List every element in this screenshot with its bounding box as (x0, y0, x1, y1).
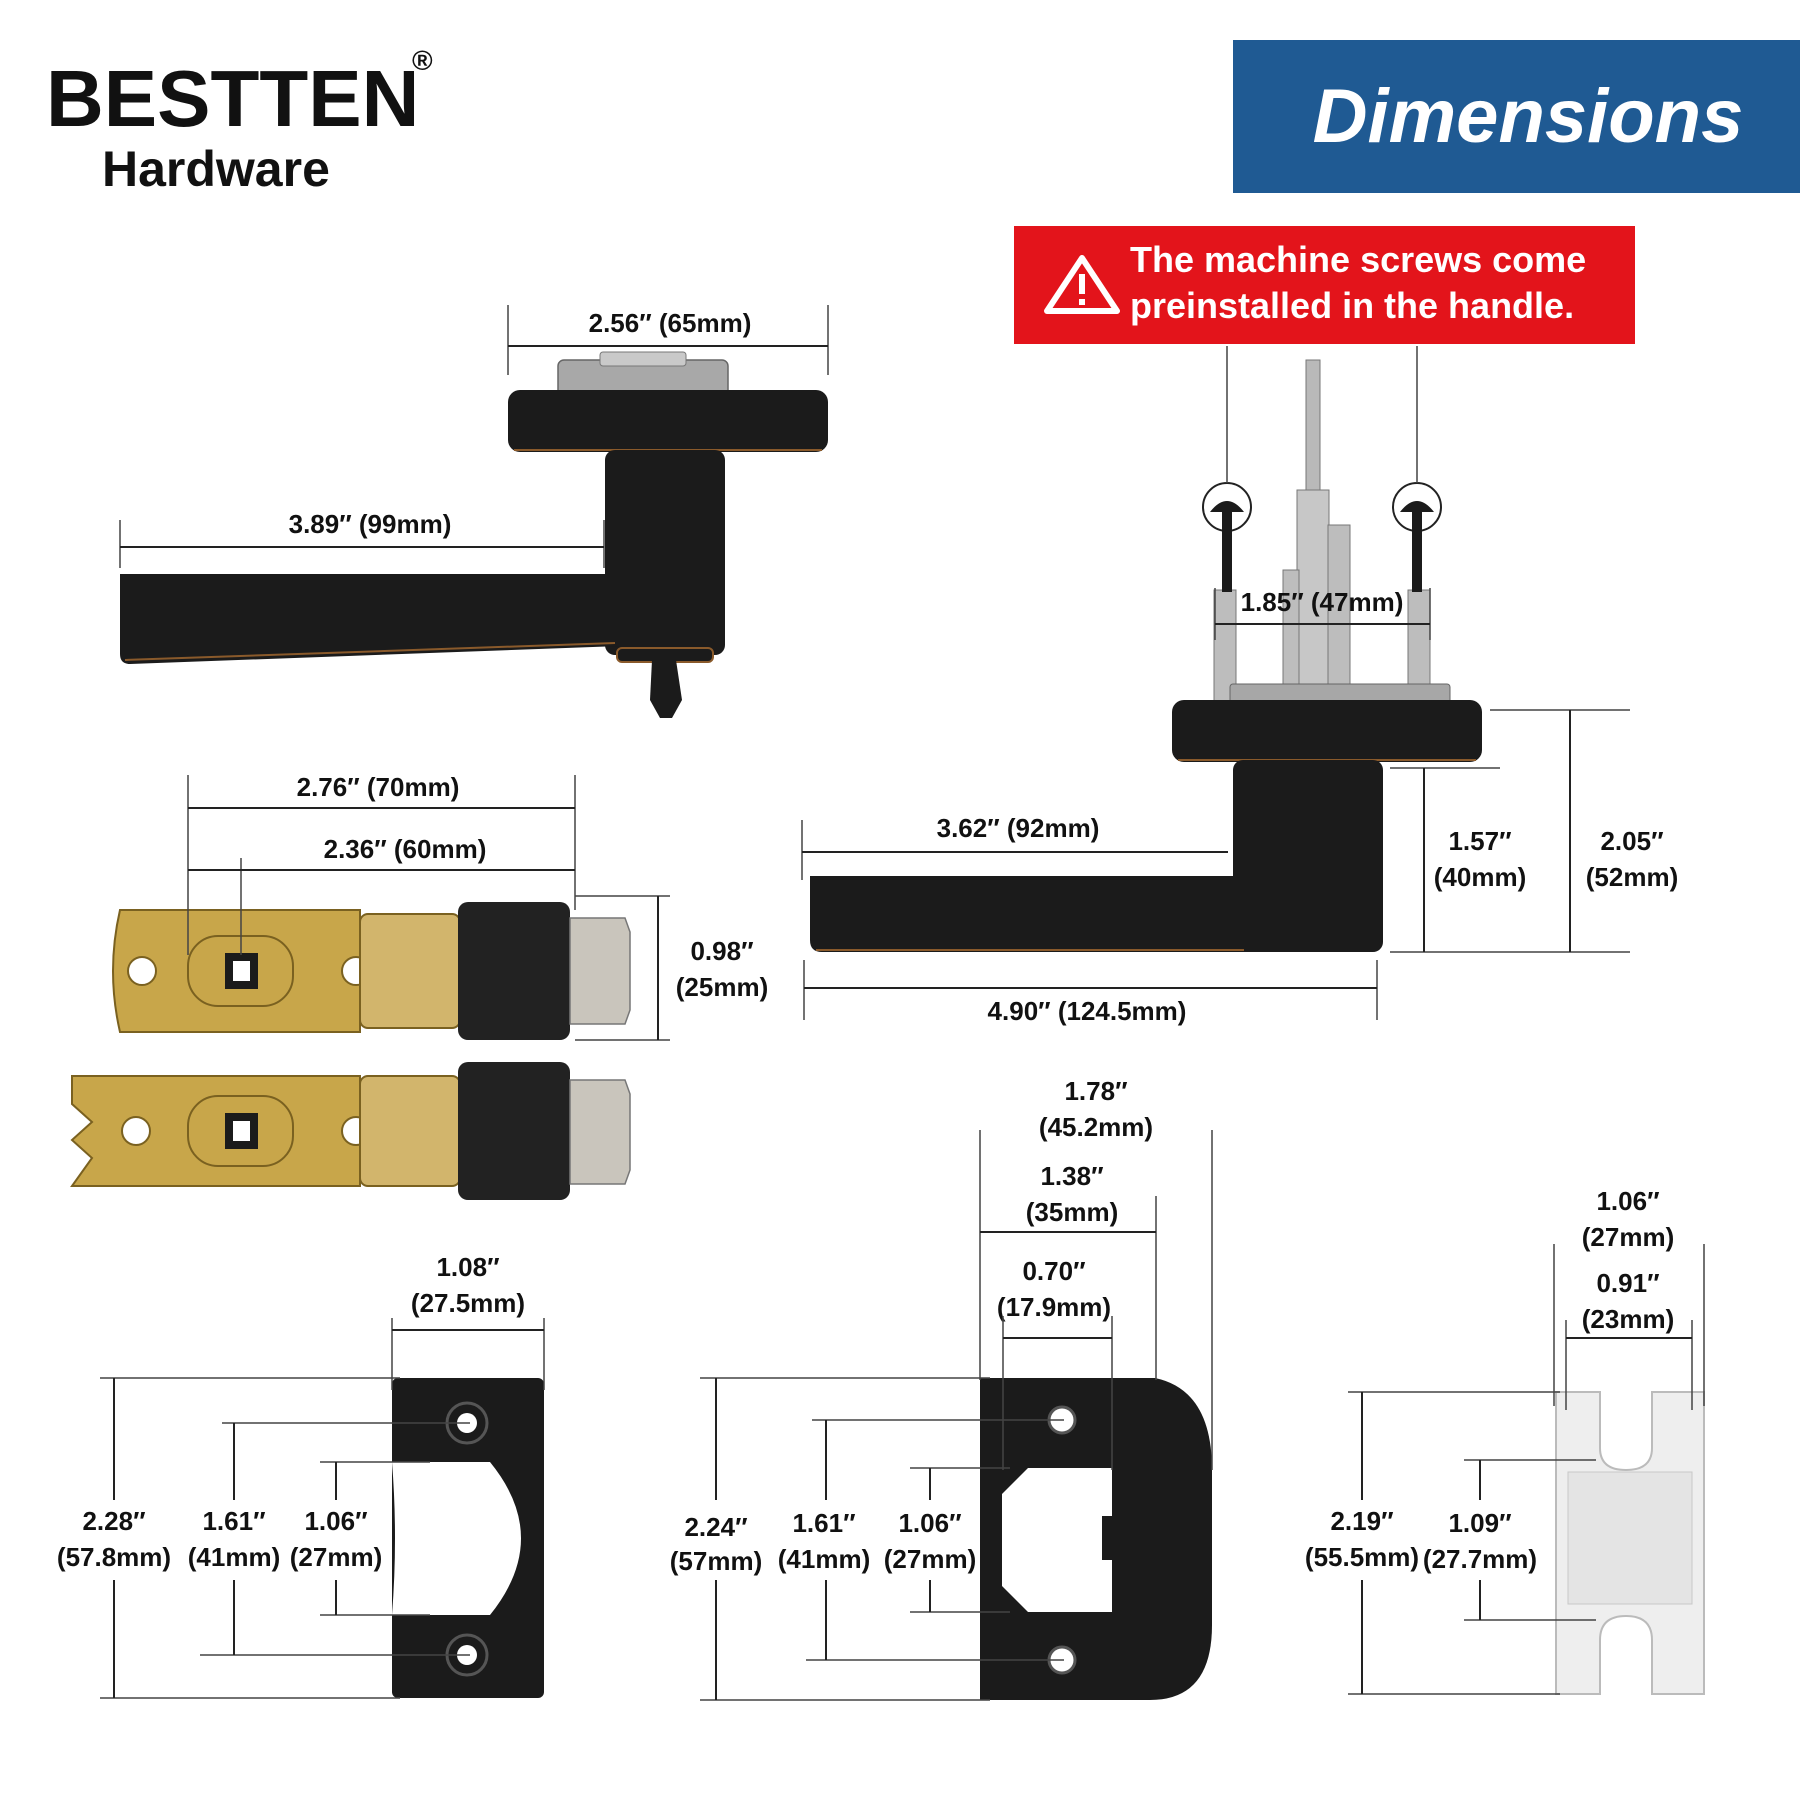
lever2-overall-length-label: 4.90″ (124.5mm) (988, 996, 1187, 1026)
dust-box-dimensions: 1.06″ (27mm) 0.91″ (23mm) 2.19″ (55.5mm)… (1305, 1186, 1705, 1695)
latch-backset-long-label: 2.76″ (70mm) (297, 772, 460, 802)
t-strike-opening-in-label: 1.06″ (898, 1508, 961, 1538)
dust-box-height-mm-label: (55.5mm) (1305, 1542, 1419, 1572)
header-banner (1233, 40, 1800, 193)
notice-line-2: preinstalled in the handle. (1130, 285, 1574, 326)
t-strike-width-in-label: 1.78″ (1064, 1076, 1127, 1106)
notice-line-1: The machine screws come (1130, 239, 1586, 280)
notice-banner (1014, 226, 1635, 344)
lever-handle-right (810, 359, 1482, 952)
t-strike-opening-width-in-label: 0.70″ (1022, 1256, 1085, 1286)
square-strike-plate (392, 1378, 544, 1698)
t-strike-holes-mm-label: (41mm) (778, 1544, 870, 1574)
t-strike-opening-mm-label: (27mm) (884, 1544, 976, 1574)
latch-dimensions: 2.76″ (70mm) 2.36″ (60mm) 0.98″ (25mm) (187, 772, 768, 1041)
latch-backset-short-label: 2.36″ (60mm) (324, 834, 487, 864)
machine-screw-right-icon (1392, 482, 1442, 592)
machine-screw-left-icon (1202, 482, 1252, 592)
dust-box-depth-mm-label: (27.7mm) (1423, 1544, 1537, 1574)
lever1-dimensions: 2.56″ (65mm) 3.89″ (99mm) (119, 305, 829, 568)
dust-box-outer-mm-label: (27mm) (1582, 1222, 1674, 1252)
dust-box-height-in-label: 2.19″ (1330, 1506, 1393, 1536)
t-strike-dimensions: 1.78″ (45.2mm) 1.38″ (35mm) 0.70″ (17.9m… (670, 1076, 1213, 1701)
latch-bolt-lower (70, 1062, 631, 1200)
t-strike-height-in-label: 2.24″ (684, 1512, 747, 1542)
header-title: Dimensions (1313, 74, 1744, 159)
lever1-rose-width-label: 2.56″ (65mm) (589, 308, 752, 338)
latch-bolt-upper (112, 902, 631, 1040)
t-strike-holes-in-label: 1.61″ (792, 1508, 855, 1538)
t-strike-plate-mm-label: (35mm) (1026, 1197, 1118, 1227)
lever-handle-top (120, 351, 828, 718)
t-strike-plate (980, 1378, 1212, 1700)
brand-name: BESTTEN (46, 54, 419, 143)
t-strike-width-mm-label: (45.2mm) (1039, 1112, 1153, 1142)
t-strike-plate-in-label: 1.38″ (1040, 1161, 1103, 1191)
square-strike-opening-in-label: 1.06″ (304, 1506, 367, 1536)
lever2-total-height-in-label: 2.05″ (1600, 826, 1663, 856)
square-strike-holes-in-label: 1.61″ (202, 1506, 265, 1536)
square-strike-holes-mm-label: (41mm) (188, 1542, 280, 1572)
lever1-length-label: 3.89″ (99mm) (289, 509, 452, 539)
latch-face-in-label: 0.98″ (690, 936, 753, 966)
lever2-projection-mm-label: (40mm) (1434, 862, 1526, 892)
lever2-total-height-mm-label: (52mm) (1586, 862, 1678, 892)
dust-box-depth-in-label: 1.09″ (1448, 1508, 1511, 1538)
square-strike-opening-mm-label: (27mm) (290, 1542, 382, 1572)
trademark-symbol: ® (412, 45, 433, 76)
square-strike-height-in-label: 2.28″ (82, 1506, 145, 1536)
square-strike-height-mm-label: (57.8mm) (57, 1542, 171, 1572)
lever2-screw-spacing-label: 1.85″ (47mm) (1241, 587, 1404, 617)
t-strike-opening-width-mm-label: (17.9mm) (997, 1292, 1111, 1322)
latch-face-mm-label: (25mm) (676, 972, 768, 1002)
warning-triangle-icon (1044, 255, 1120, 314)
dust-box-outer-in-label: 1.06″ (1596, 1186, 1659, 1216)
square-strike-dimensions: 1.08″ (27.5mm) 2.28″ (57.8mm) 1.61″ (41m… (57, 1252, 545, 1699)
lever2-length-label: 3.62″ (92mm) (937, 813, 1100, 843)
dust-box-inner-mm-label: (23mm) (1582, 1304, 1674, 1334)
brand-subtitle: Hardware (102, 141, 330, 197)
lever2-dimensions: 1.85″ (47mm) 3.62″ (92mm) 4.90″ (124.5mm… (801, 346, 1678, 1026)
square-strike-width-mm-label: (27.5mm) (411, 1288, 525, 1318)
dust-box-inner-in-label: 0.91″ (1596, 1268, 1659, 1298)
dust-box (1555, 1391, 1705, 1695)
lever2-projection-in-label: 1.57″ (1448, 826, 1511, 856)
t-strike-height-mm-label: (57mm) (670, 1546, 762, 1576)
square-strike-width-in-label: 1.08″ (436, 1252, 499, 1282)
